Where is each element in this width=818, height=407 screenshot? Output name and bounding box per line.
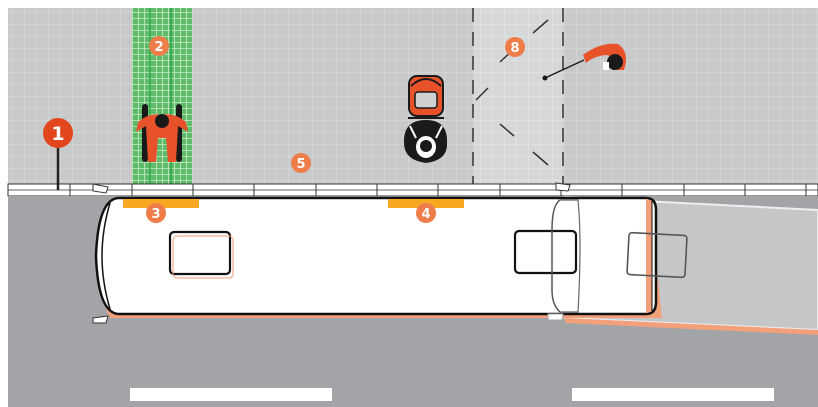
callout-label: 1 — [51, 123, 64, 145]
parent-with-stroller-icon — [403, 120, 448, 163]
curb — [7, 183, 818, 197]
callout-label: 2 — [154, 40, 163, 55]
stroller-icon — [408, 75, 444, 119]
lane-marking-left — [130, 388, 332, 401]
boarding-path — [132, 8, 192, 184]
callout-3: 3 — [146, 203, 166, 223]
callout-label: 8 — [510, 41, 519, 56]
callout-8: 8 — [505, 37, 525, 57]
shelter-zone — [473, 8, 563, 184]
callout-label: 5 — [296, 157, 305, 172]
callout-label: 3 — [151, 207, 160, 222]
callout-4: 4 — [416, 203, 436, 223]
bus-top-view-icon — [92, 182, 688, 324]
front-door — [123, 199, 199, 208]
lane-marking-right — [572, 388, 774, 401]
callout-label: 4 — [421, 207, 430, 222]
person-with-white-cane-icon — [542, 43, 626, 81]
shelter-outline — [472, 8, 564, 184]
callout-5: 5 — [291, 153, 311, 173]
wheelchair-user-icon — [136, 104, 188, 162]
callout-2: 2 — [149, 36, 169, 56]
callout-1: 1 — [43, 118, 73, 148]
